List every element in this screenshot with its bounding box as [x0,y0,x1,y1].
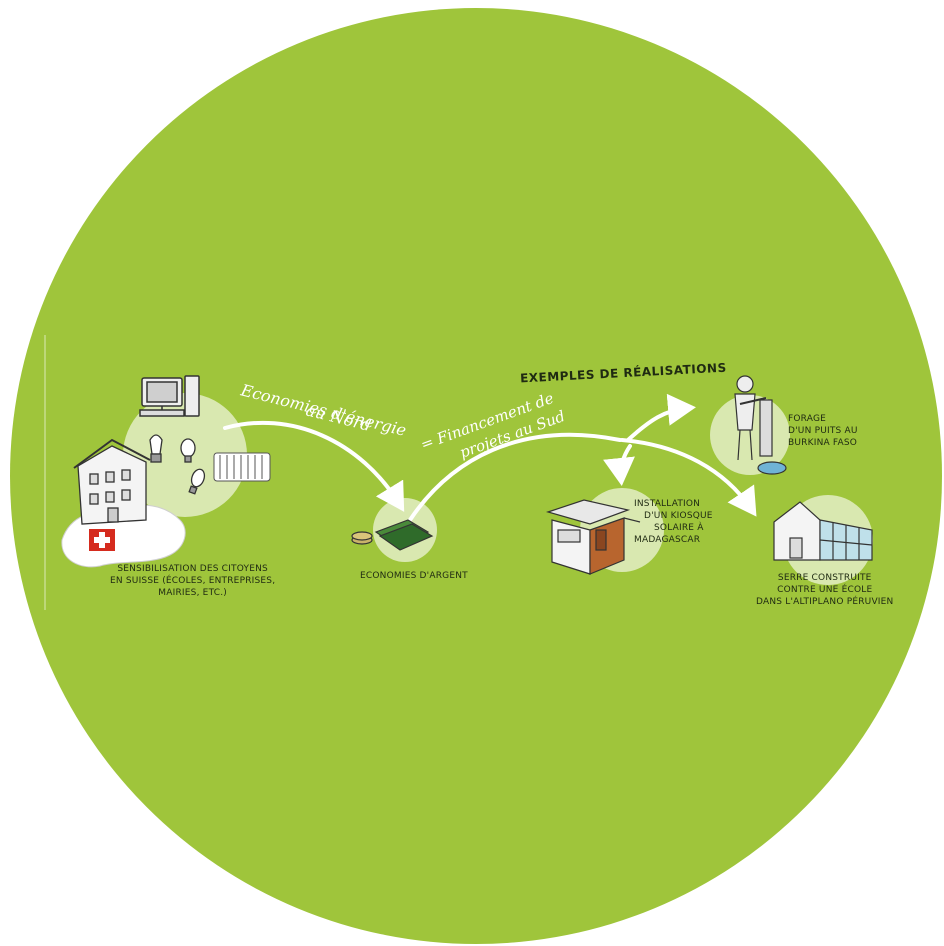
arrow-to-serre [620,438,757,517]
caption-line: Economies d'argent [360,571,468,581]
caption-line: Forage [788,414,827,424]
arrow-to-kiosque [603,444,635,486]
caption-line: Burkina Faso [788,438,858,448]
light-bulb-icon [149,434,206,495]
example-caption-kiosque: Installation d'un kiosque solaire à Mada… [634,498,713,546]
arrow-north-savings [223,420,405,512]
step-caption-sensibilisation: Sensibilisation des citoyens en Suisse (… [110,563,275,599]
caption-line: d'un puits au [788,426,858,436]
greenhouse-icon [773,501,873,561]
background-circle [10,8,942,944]
caption-line: d'un kiosque [644,511,713,521]
caption-line: dans l'altiplano péruvien [756,597,894,607]
caption-line: Sensibilisation des citoyens [117,564,268,574]
arrow-south-funding [408,432,622,522]
swiss-flag-icon [87,527,117,553]
caption-line: Installation [634,499,701,509]
example-caption-forage: Forage d'un puits au Burkina Faso [788,413,858,449]
caption-line: en Suisse (écoles, entreprises, [110,576,276,586]
arrow-to-forage [626,393,696,442]
water-pump-icon [734,375,787,475]
house-icon [73,438,151,525]
step-caption-economies: Economies d'argent [360,570,468,582]
example-caption-serre: Serre construite contre une école dans l… [756,572,893,608]
money-icon [351,519,434,551]
computer-icon [139,375,200,417]
caption-line: solaire à [654,523,704,533]
caption-line: mairies, etc.) [158,588,227,598]
caption-line: Madagascar [634,535,701,545]
radiator-icon [213,452,271,482]
solar-kiosk-icon [545,499,641,575]
caption-line: Serre construite [777,573,872,583]
caption-line: contre une école [777,585,873,595]
